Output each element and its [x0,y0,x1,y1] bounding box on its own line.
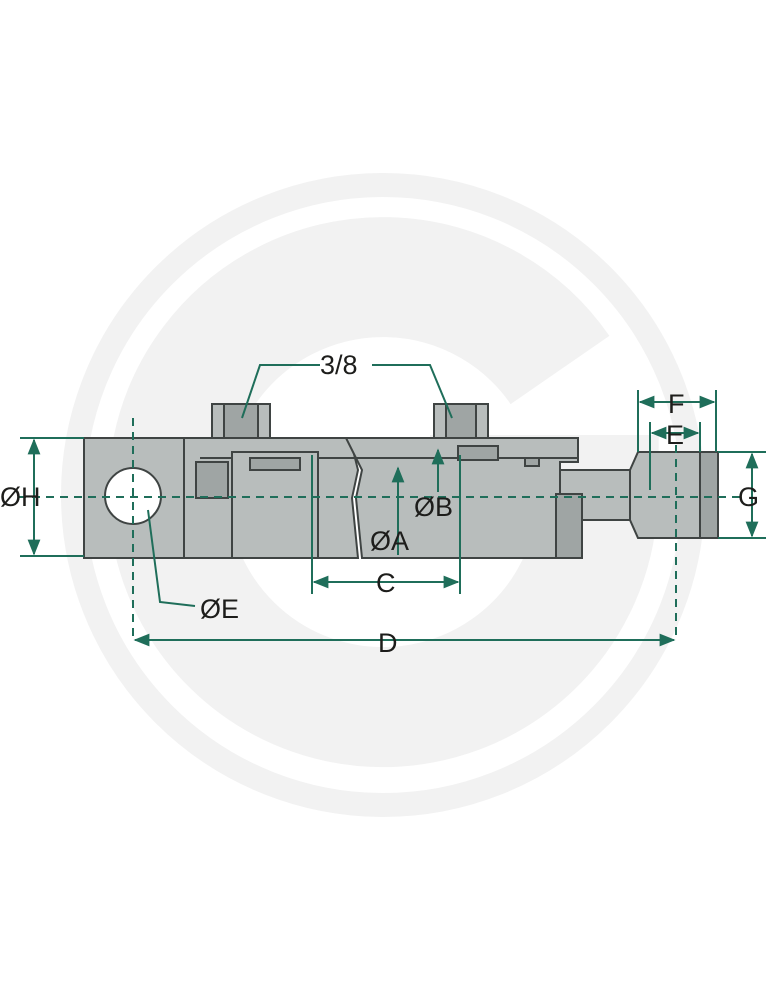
dim-label-g: G [738,482,759,512]
dim-label-ports: 3/8 [320,350,358,380]
dim-label-e-eye: ØE [200,594,239,624]
dim-label-a: ØA [370,526,409,556]
dim-label-e-rod: E [666,420,684,450]
dim-label-d: D [378,628,398,658]
dim-label-b: ØB [414,492,453,522]
dim-label-f: F [668,389,685,419]
dim-label-h: ØH [0,482,41,512]
dim-label-c: C [376,568,396,598]
dimension-lines [20,364,766,647]
